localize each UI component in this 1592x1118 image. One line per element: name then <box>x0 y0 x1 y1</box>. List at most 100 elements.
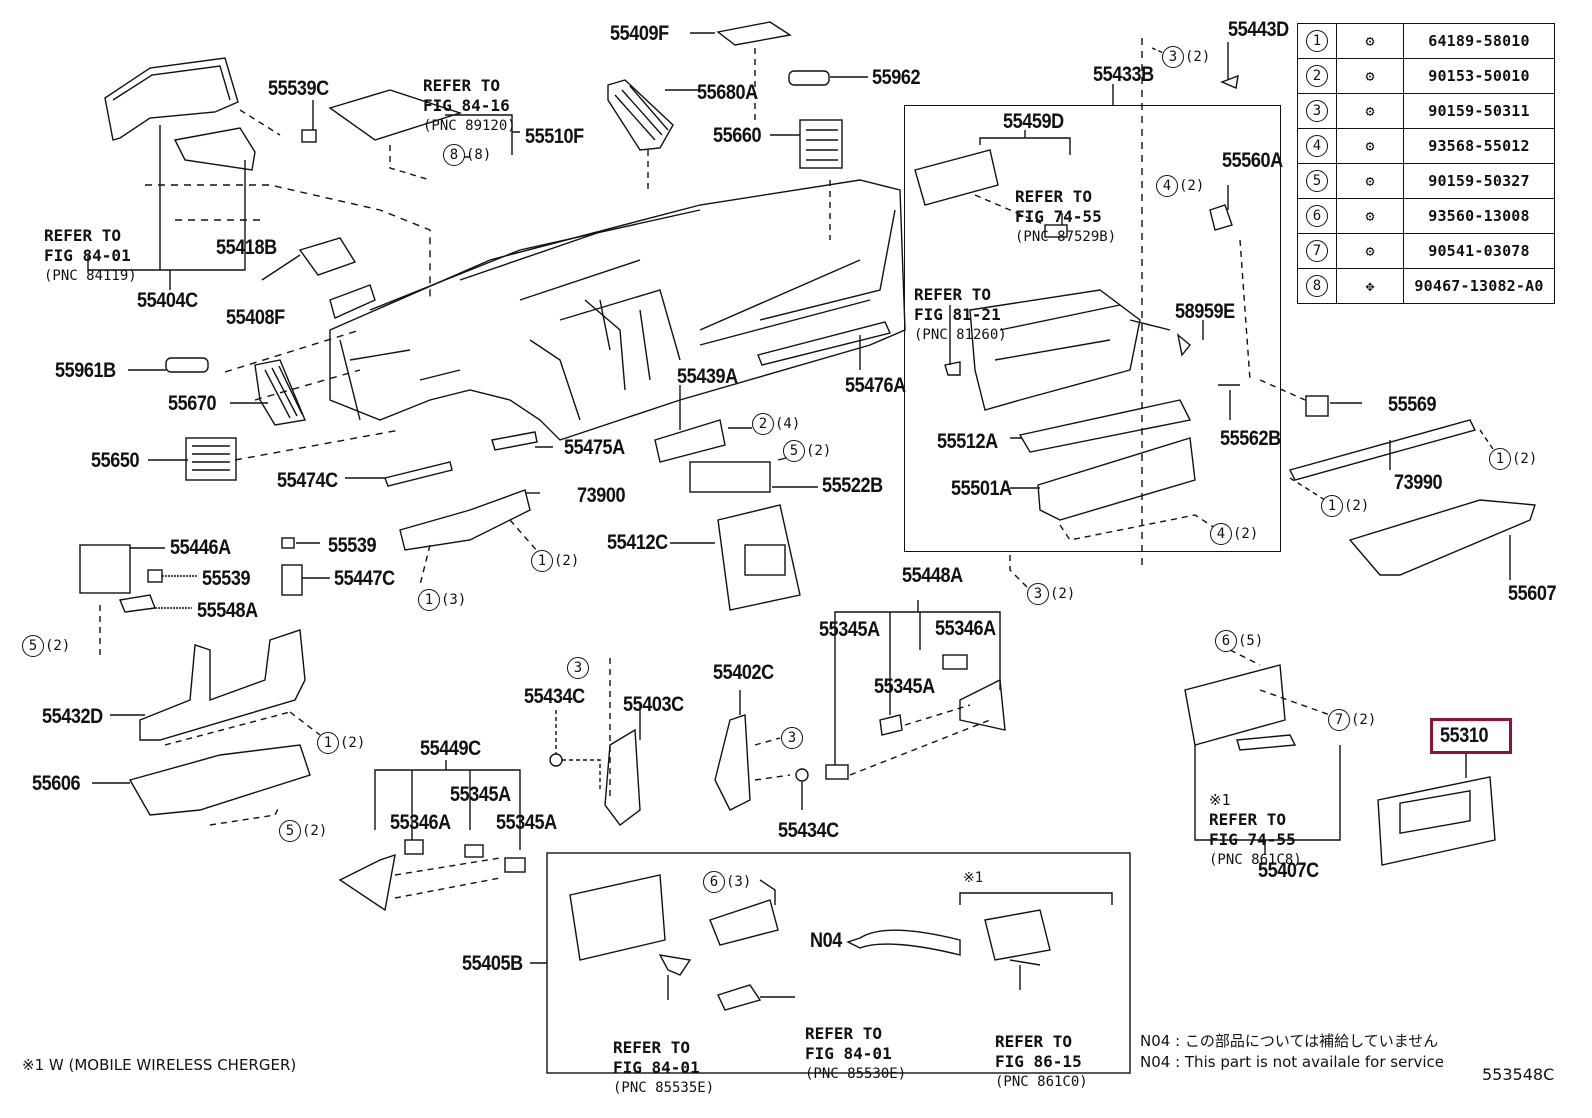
part-label-55405B[interactable]: 55405B <box>462 952 523 975</box>
part-label-55418B[interactable]: 55418B <box>216 236 277 259</box>
fastener-callout[interactable]: 7(2) <box>1328 709 1376 731</box>
fastener-row[interactable]: 2⚙90153-50010 <box>1297 58 1555 94</box>
tapping-screw-icon: ⚙ <box>1365 137 1375 155</box>
fastener-row[interactable]: 3⚙90159-50311 <box>1297 93 1555 129</box>
part-label-55446A[interactable]: 55446A <box>170 536 231 559</box>
part-label-55680A[interactable]: 55680A <box>697 81 758 104</box>
part-label-55660[interactable]: 55660 <box>713 124 762 147</box>
part-label-55345A-left-1[interactable]: 55345A <box>450 783 511 806</box>
part-label-55569[interactable]: 55569 <box>1388 393 1437 416</box>
fastener-row[interactable]: 8✥90467-13082-A0 <box>1297 268 1555 304</box>
part-label-55607[interactable]: 55607 <box>1508 582 1557 605</box>
part-label-55449C[interactable]: 55449C <box>420 737 481 760</box>
figure-id: 553548C <box>1482 1065 1555 1084</box>
part-label-55539C[interactable]: 55539C <box>268 77 329 100</box>
fastener-row[interactable]: 1⚙64189-58010 <box>1297 23 1555 59</box>
part-label-55346A-right[interactable]: 55346A <box>935 617 996 640</box>
bezel-55310-drawing <box>1377 776 1496 866</box>
fastener-callout[interactable]: 3 <box>781 727 804 749</box>
part-label-55407C[interactable]: 55407C <box>1258 859 1319 882</box>
part-label-55962[interactable]: 55962 <box>872 66 921 89</box>
part-label-55310[interactable]: 55310 <box>1440 724 1489 747</box>
part-label-55560A[interactable]: 55560A <box>1222 149 1283 172</box>
part-label-55512A[interactable]: 55512A <box>937 430 998 453</box>
fastener-callout[interactable]: 6(3) <box>703 871 751 893</box>
part-label-55548A[interactable]: 55548A <box>197 599 258 622</box>
part-label-55539-b[interactable]: 55539 <box>202 567 251 590</box>
glove-box-assembly-frame <box>904 105 1281 552</box>
fastener-callout[interactable]: 1(2) <box>317 732 365 754</box>
part-label-73900[interactable]: 73900 <box>577 484 626 507</box>
bolt-icon: ⚙ <box>1365 32 1375 50</box>
part-label-55606[interactable]: 55606 <box>32 772 81 795</box>
fastener-callout[interactable]: 3(2) <box>1162 46 1210 68</box>
fastener-callout[interactable]: 1(2) <box>531 550 579 572</box>
part-label-55404C[interactable]: 55404C <box>137 289 198 312</box>
wireless-charger-tray-drawing <box>1184 664 1286 746</box>
part-label-55346A-left[interactable]: 55346A <box>390 811 451 834</box>
fastener-number: 5 <box>1306 170 1328 192</box>
leader-55404C <box>87 125 246 290</box>
fastener-row[interactable]: 4⚙93568-55012 <box>1297 128 1555 164</box>
fastener-callout[interactable]: 1(3) <box>418 589 466 611</box>
part-label-55345A-right-2[interactable]: 55345A <box>874 675 935 698</box>
part-label-N04[interactable]: N04 <box>810 929 842 952</box>
fastener-callout[interactable]: 4(2) <box>1156 175 1204 197</box>
fastener-callout[interactable]: 6(5) <box>1215 630 1263 652</box>
part-label-55961B[interactable]: 55961B <box>55 359 116 382</box>
part-label-55476A[interactable]: 55476A <box>845 374 906 397</box>
part-label-58959E[interactable]: 58959E <box>1175 300 1235 323</box>
part-label-55403C[interactable]: 55403C <box>623 693 684 716</box>
part-label-55402C[interactable]: 55402C <box>713 661 774 684</box>
fastener-row[interactable]: 6⚙93560-13008 <box>1297 198 1555 234</box>
part-label-55459D[interactable]: 55459D <box>1003 110 1064 133</box>
fastener-callout[interactable]: 8(8) <box>443 144 491 166</box>
part-label-55448A[interactable]: 55448A <box>902 564 963 587</box>
part-label-55650[interactable]: 55650 <box>91 449 140 472</box>
part-label-55345A-right-1[interactable]: 55345A <box>819 618 880 641</box>
fastener-callout[interactable]: 4(2) <box>1210 523 1258 545</box>
part-label-55670[interactable]: 55670 <box>168 392 217 415</box>
part-label-73990[interactable]: 73990 <box>1394 471 1443 494</box>
fastener-callout[interactable]: 3 <box>567 657 590 679</box>
part-label-55408F[interactable]: 55408F <box>226 306 285 329</box>
fastener-callout[interactable]: 3(2) <box>1027 583 1075 605</box>
fastener-callout[interactable]: 5(2) <box>22 635 70 657</box>
fastener-callout[interactable]: 2(4) <box>752 413 800 435</box>
lower-cover-drawing <box>1348 499 1536 576</box>
part-label-55412C[interactable]: 55412C <box>607 531 668 554</box>
part-label-55474C[interactable]: 55474C <box>277 469 338 492</box>
part-label-55522B[interactable]: 55522B <box>822 474 883 497</box>
fastener-row[interactable]: 5⚙90159-50327 <box>1297 163 1555 199</box>
fastener-callout[interactable]: 1(2) <box>1321 495 1369 517</box>
part-label-55562B[interactable]: 55562B <box>1220 427 1281 450</box>
part-label-55345A-left-2[interactable]: 55345A <box>496 811 557 834</box>
lower-panel-drawing <box>139 629 306 741</box>
part-label-55434C-bottom[interactable]: 55434C <box>778 819 839 842</box>
part-label-55432D[interactable]: 55432D <box>42 705 103 728</box>
fastener-callout[interactable]: 5(2) <box>783 440 831 462</box>
part-label-55439A[interactable]: 55439A <box>677 365 738 388</box>
fastener-callout[interactable]: 1(2) <box>1489 448 1537 470</box>
arrow-replaced-by <box>846 929 961 956</box>
part-label-55501A[interactable]: 55501A <box>951 477 1012 500</box>
part-label-55447C[interactable]: 55447C <box>334 567 395 590</box>
part-label-55539-a[interactable]: 55539 <box>328 534 377 557</box>
fastener-row[interactable]: 7⚙90541-03078 <box>1297 233 1555 269</box>
part-label-55409F[interactable]: 55409F <box>610 22 669 45</box>
part-label-55433B[interactable]: 55433B <box>1093 63 1154 86</box>
part-label-55434C-top[interactable]: 55434C <box>524 685 585 708</box>
fastener-callout[interactable]: 5(2) <box>279 820 327 842</box>
part-label-55475A[interactable]: 55475A <box>564 436 625 459</box>
part-label-55443D[interactable]: 55443D <box>1228 18 1289 41</box>
part-label-55510F[interactable]: 55510F <box>525 125 584 148</box>
